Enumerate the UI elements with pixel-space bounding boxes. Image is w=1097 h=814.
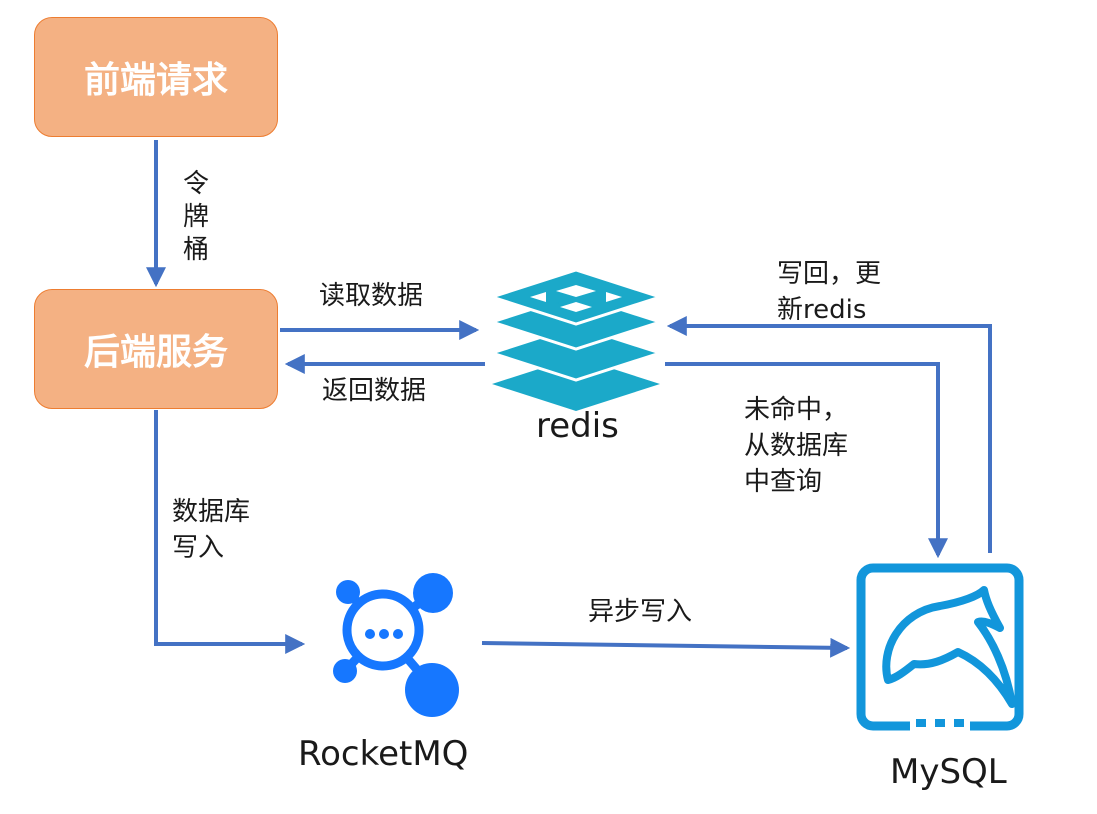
read-data-label: 读取数据 xyxy=(319,281,424,311)
frontend-request-label: 前端请求 xyxy=(83,60,228,101)
db-write-label-line1: 数据库 xyxy=(172,497,251,527)
frontend-request-box: 前端请求 xyxy=(34,17,278,137)
backend-service-box: 后端服务 xyxy=(34,289,278,409)
cache-miss-label-line3: 中查询 xyxy=(744,467,823,497)
arrow-redis-to-mysql xyxy=(665,362,948,559)
token-bucket-char-3: 桶 xyxy=(182,235,209,265)
redis-label: redis xyxy=(536,406,619,446)
async-write-label: 异步写入 xyxy=(588,597,693,627)
arrow-mysql-to-redis xyxy=(666,316,992,553)
arrow-backend-to-rocketmq xyxy=(154,410,306,654)
return-data-label: 返回数据 xyxy=(322,376,427,406)
mysql-label: MySQL xyxy=(890,752,1007,792)
cache-miss-label-line1: 未命中， xyxy=(744,395,849,425)
writeback-label-line2: 新redis xyxy=(777,295,867,325)
cache-miss-label-line2: 从数据库 xyxy=(744,431,849,461)
db-write-label-line2: 写入 xyxy=(172,533,225,563)
rocketmq-label: RocketMQ xyxy=(298,734,469,774)
backend-service-label: 后端服务 xyxy=(83,332,228,373)
token-bucket-char-1: 令 xyxy=(182,169,209,199)
writeback-label-line1: 写回，更 xyxy=(777,259,882,289)
arrow-rocketmq-to-mysql xyxy=(481,637,851,658)
token-bucket-char-2: 牌 xyxy=(182,202,209,232)
